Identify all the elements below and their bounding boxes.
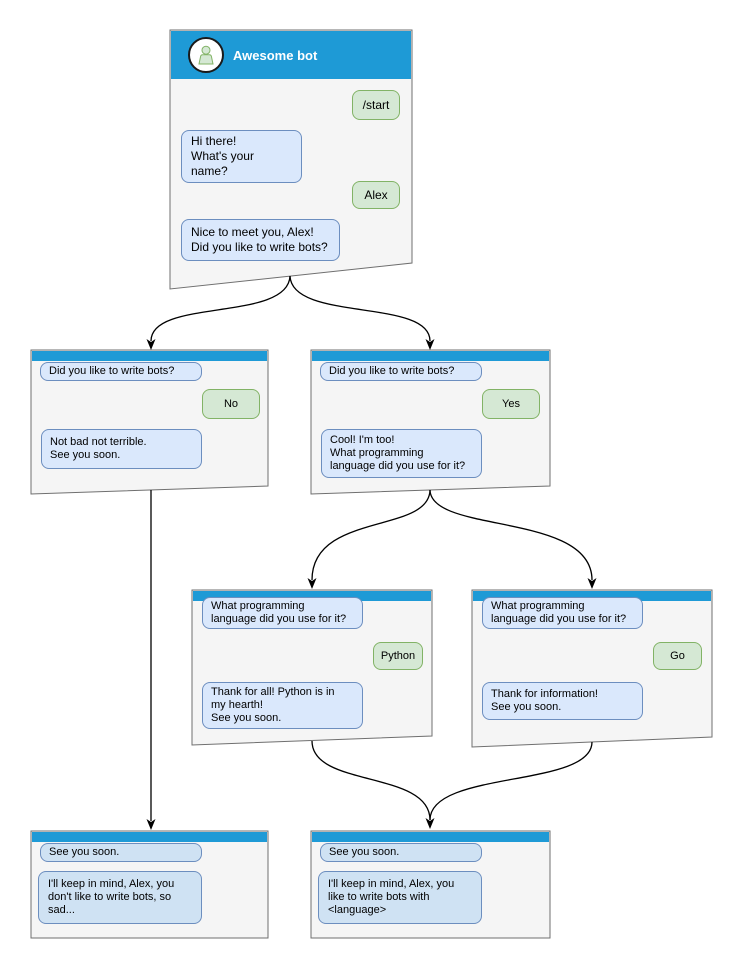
- arrowhead-icon: [587, 578, 597, 589]
- window-title: Awesome bot: [233, 48, 318, 63]
- window-titlebar: [32, 351, 267, 361]
- window-titlebar: [312, 351, 549, 361]
- bot-message-bubble: What programming language did you use fo…: [202, 597, 363, 629]
- bot-message-bubble: Cool! I'm too! What programming language…: [321, 429, 482, 478]
- connector-start-to-no: [150, 275, 291, 342]
- bot-message-bubble: Did you like to write bots?: [40, 362, 202, 381]
- window-titlebar: [32, 832, 267, 842]
- bot-message-bubble: I'll keep in mind, Alex, you don't like …: [38, 871, 202, 924]
- user-reply-bubble: Yes: [482, 389, 540, 419]
- avatar-person-icon: [198, 45, 214, 65]
- window-titlebar: [193, 591, 431, 601]
- arrowhead-icon: [146, 339, 156, 350]
- bot-message-bubble: See you soon.: [320, 843, 482, 862]
- bot-message-bubble: Thank for all! Python is in my hearth! S…: [202, 682, 363, 729]
- user-reply-bubble: Alex: [352, 181, 400, 209]
- bot-message-bubble: What programming language did you use fo…: [482, 597, 643, 629]
- arrowhead-icon: [425, 818, 435, 829]
- connector-yes-to-go: [429, 489, 593, 581]
- window-titlebar: [473, 591, 711, 601]
- bot-message-bubble: Hi there! What's your name?: [181, 130, 302, 183]
- user-reply-bubble: Python: [373, 642, 423, 670]
- bot-message-bubble: Did you like to write bots?: [320, 362, 482, 381]
- arrowhead-icon: [307, 578, 317, 589]
- connector-python-to-end: [311, 740, 431, 821]
- window-titlebar: [312, 832, 549, 842]
- bot-message-bubble: See you soon.: [40, 843, 202, 862]
- arrowhead-icon: [425, 339, 435, 350]
- user-reply-bubble: Go: [653, 642, 702, 670]
- connector-yes-to-python: [311, 489, 431, 581]
- bot-message-bubble: Nice to meet you, Alex! Did you like to …: [181, 219, 340, 261]
- bot-message-bubble: I'll keep in mind, Alex, you like to wri…: [318, 871, 482, 924]
- connector-start-to-yes: [289, 275, 431, 342]
- bot-message-bubble: Not bad not terrible. See you soon.: [41, 429, 202, 469]
- connector-go-to-end: [429, 741, 593, 821]
- bot-message-bubble: Thank for information! See you soon.: [482, 682, 643, 720]
- user-reply-bubble: /start: [352, 90, 400, 120]
- arrowhead-icon: [146, 819, 156, 830]
- user-reply-bubble: No: [202, 389, 260, 419]
- bot-avatar: [188, 37, 224, 73]
